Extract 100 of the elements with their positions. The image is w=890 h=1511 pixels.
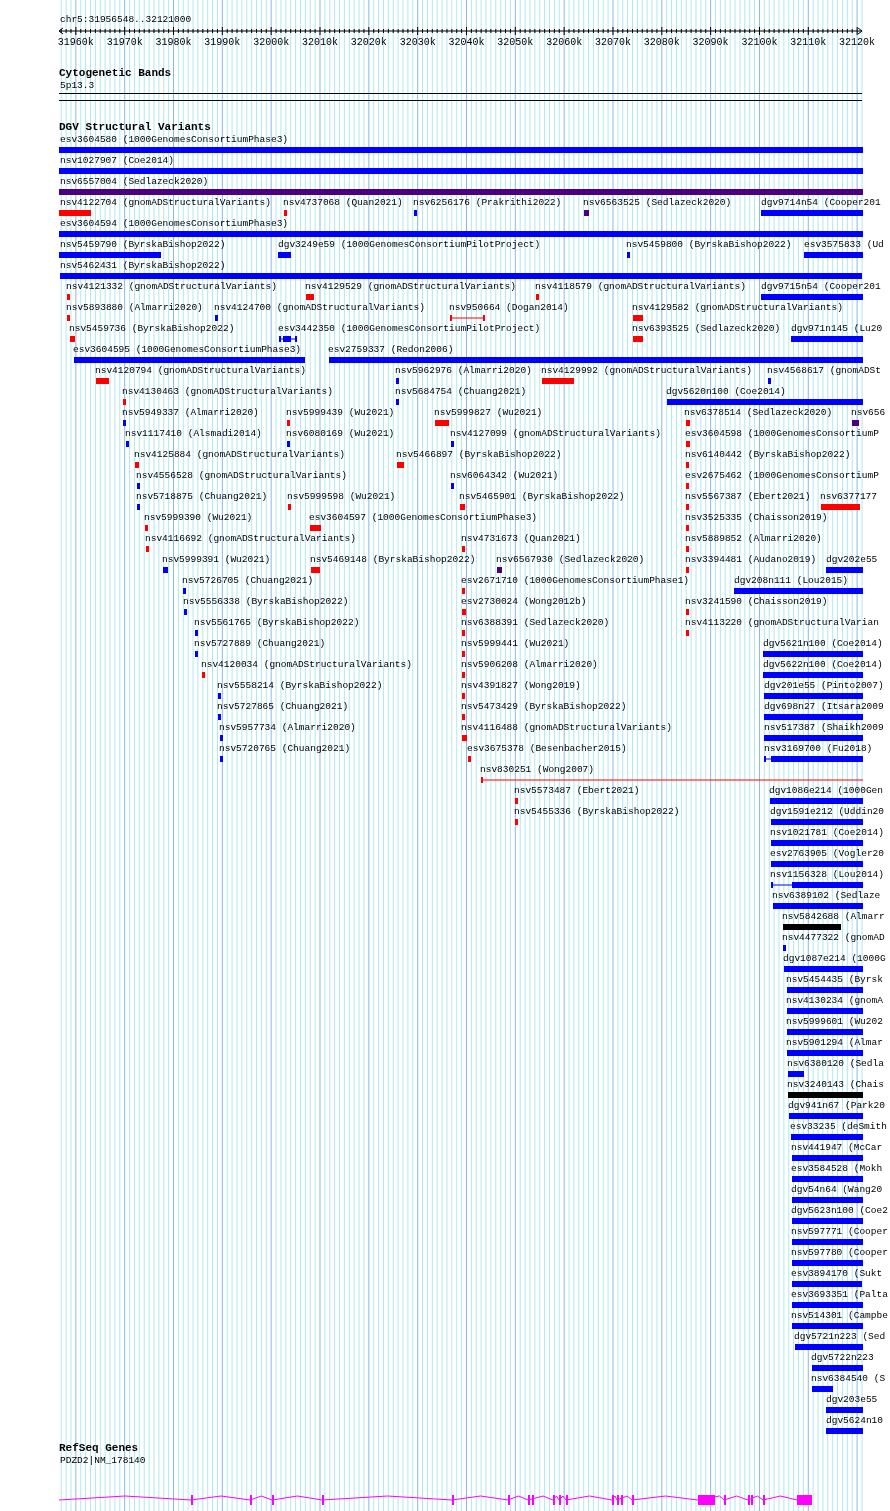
variant-label: nsv5727889 (Chuang2021) bbox=[194, 638, 326, 650]
variant-label: esv3604598 (1000GenomesConsortiumP bbox=[685, 428, 879, 440]
variant-label: nsv5726705 (Chuang2021) bbox=[182, 575, 314, 587]
variant-label: nsv3241590 (Chaisson2019) bbox=[685, 596, 828, 608]
variant-label: nsv6380120 (Sedla bbox=[787, 1058, 884, 1070]
variant-label: esv3442350 (1000GenomesConsortiumPilotProject) bbox=[278, 323, 541, 335]
variant-label: nsv4129582 (gnomADStructuralVariants) bbox=[632, 302, 843, 314]
variant-label: nsv441947 (McCar bbox=[791, 1142, 883, 1154]
variant-label: nsv4120794 (gnomADStructuralVariants) bbox=[95, 365, 306, 377]
variant-label: nsv5720765 (Chuang2021) bbox=[219, 743, 351, 755]
variant-label: nsv5573487 (Ebert2021) bbox=[514, 785, 640, 797]
variant-label: nsv5999601 (Wu202 bbox=[786, 1016, 883, 1028]
variant-label: nsv517387 (Shaikh2009 bbox=[764, 722, 884, 734]
variant-label: esv2675462 (1000GenomesConsortiumP bbox=[685, 470, 879, 482]
band-label: 5p13.3 bbox=[60, 80, 95, 92]
variant-label: nsv4737068 (Quan2021) bbox=[283, 197, 403, 209]
variant-label: nsv597780 (Cooper bbox=[791, 1247, 888, 1259]
variant-label: dgv5624n10 bbox=[826, 1415, 883, 1427]
variant-label: nsv656 bbox=[851, 407, 886, 419]
axis-tick-label: 32050k bbox=[497, 37, 534, 49]
variant-label: nsv6393525 (Sedlazeck2020) bbox=[632, 323, 781, 335]
variant-label: dgv5721n223 (Sed bbox=[794, 1331, 886, 1343]
variant-label: dgv3249e59 (1000GenomesConsortiumPilotProject) bbox=[278, 239, 541, 251]
variant-label: dgv971n145 (Lu20 bbox=[791, 323, 883, 335]
variant-label: nsv5893880 (Almarri2020) bbox=[66, 302, 203, 314]
variant-label: esv3604597 (1000GenomesConsortiumPhase3) bbox=[309, 512, 538, 524]
variant-label: nsv5466897 (ByrskaBishop2022) bbox=[396, 449, 562, 461]
variant-label: nsv6384540 (S bbox=[811, 1373, 886, 1385]
variant-label: nsv6563525 (Sedlazeck2020) bbox=[583, 197, 732, 209]
variant-label: esv3604595 (1000GenomesConsortiumPhase3) bbox=[73, 344, 302, 356]
variant-label: nsv4113220 (gnomADStructuralVarian bbox=[685, 617, 879, 629]
variant-label: nsv6378514 (Sedlazeck2020) bbox=[684, 407, 833, 419]
axis-tick-label: 32090k bbox=[692, 37, 729, 49]
variant-label: dgv941n67 (Park20 bbox=[788, 1100, 885, 1112]
variant-label: nsv5718875 (Chuang2021) bbox=[136, 491, 268, 503]
variant-label: nsv5558214 (ByrskaBishop2022) bbox=[217, 680, 383, 692]
variant-label: nsv1021781 (Coe2014) bbox=[770, 827, 885, 839]
variant-label: nsv4130234 (gnomA bbox=[786, 995, 883, 1007]
variant-label: nsv5556338 (ByrskaBishop2022) bbox=[183, 596, 349, 608]
variant-label: nsv5999439 (Wu2021) bbox=[286, 407, 395, 419]
variant-label: dgv201e55 (Pinto2007) bbox=[764, 680, 884, 692]
axis-tick-label: 32100k bbox=[741, 37, 778, 49]
variant-label: esv3604594 (1000GenomesConsortiumPhase3) bbox=[60, 218, 289, 230]
variant-label: nsv6064342 (Wu2021) bbox=[450, 470, 559, 482]
variant-label: nsv1027907 (Coe2014) bbox=[60, 155, 175, 167]
variant-label: nsv5459790 (ByrskaBishop2022) bbox=[60, 239, 226, 251]
axis-tick-label: 32110k bbox=[790, 37, 827, 49]
variant-label: esv33235 (deSmith bbox=[790, 1121, 887, 1133]
variant-label: nsv6377177 bbox=[820, 491, 877, 503]
variant-label: dgv5722n223 bbox=[811, 1352, 874, 1364]
axis-tick-label: 32000k bbox=[253, 37, 290, 49]
variant-label: dgv5620n100 (Coe2014) bbox=[666, 386, 786, 398]
variant-label: esv2730024 (Wong2012b) bbox=[461, 596, 587, 608]
variant-label: esv3693351 (Palta bbox=[791, 1289, 888, 1301]
variant-label: nsv597771 (Cooper bbox=[791, 1226, 888, 1238]
track-title: RefSeq Genes bbox=[59, 1442, 139, 1455]
axis-tick-label: 32120k bbox=[839, 37, 876, 49]
variant-label: esv3675378 (Besenbacher2015) bbox=[467, 743, 627, 755]
variant-label: nsv5727865 (Chuang2021) bbox=[217, 701, 349, 713]
variant-label: nsv4731673 (Quan2021) bbox=[461, 533, 581, 545]
axis-tick-label: 32040k bbox=[448, 37, 485, 49]
variant-label: nsv4129529 (gnomADStructuralVariants) bbox=[305, 281, 516, 293]
variant-label: dgv5621n100 (Coe2014) bbox=[763, 638, 883, 650]
variant-label: nsv514301 (Campbe bbox=[791, 1310, 888, 1322]
axis-tick-label: 32030k bbox=[399, 37, 436, 49]
variant-label: dgv9714n54 (Cooper201 bbox=[761, 197, 881, 209]
variant-label: dgv203e55 bbox=[826, 1394, 878, 1406]
variant-label: nsv5567387 (Ebert2021) bbox=[685, 491, 811, 503]
variant-label: nsv6388391 (Sedlazeck2020) bbox=[461, 617, 610, 629]
variant-label: nsv3240143 (Chais bbox=[787, 1079, 884, 1091]
variant-label: nsv5999441 (Wu2021) bbox=[461, 638, 570, 650]
variant-label: nsv6567930 (Sedlazeck2020) bbox=[496, 554, 645, 566]
axis-tick-label: 32070k bbox=[594, 37, 631, 49]
variant-label: nsv6140442 (ByrskaBishop2022) bbox=[685, 449, 851, 461]
variant-label: nsv4127099 (gnomADStructuralVariants) bbox=[450, 428, 661, 440]
variant-label: dgv208n111 (Lou2015) bbox=[734, 575, 849, 587]
variant-label: nsv5889852 (Almarri2020) bbox=[685, 533, 822, 545]
variant-label: nsv4118579 (gnomADStructuralVariants) bbox=[535, 281, 746, 293]
variant-label: nsv5957734 (Almarri2020) bbox=[219, 722, 356, 734]
variant-label: nsv5473429 (ByrskaBishop2022) bbox=[461, 701, 627, 713]
variant-label: dgv54n64 (Wang20 bbox=[791, 1184, 883, 1196]
axis-tick-label: 31970k bbox=[106, 37, 143, 49]
axis-tick-label: 32010k bbox=[302, 37, 338, 49]
axis-tick-label: 31990k bbox=[204, 37, 241, 49]
variant-label: nsv5455336 (ByrskaBishop2022) bbox=[514, 806, 680, 818]
variant-label: dgv1087e214 (1000G bbox=[783, 953, 886, 965]
variant-label: nsv5842688 (Almarr bbox=[782, 911, 885, 923]
variant-label: nsv5454435 (Byrsk bbox=[786, 974, 883, 986]
variant-label: dgv698n27 (Itsara2009 bbox=[764, 701, 884, 713]
variant-label: nsv4130463 (gnomADStructuralVariants) bbox=[122, 386, 333, 398]
axis-tick-label: 32060k bbox=[546, 37, 583, 49]
variant-label: nsv5999391 (Wu2021) bbox=[162, 554, 271, 566]
variant-label: nsv4124700 (gnomADStructuralVariants) bbox=[214, 302, 425, 314]
variant-label: nsv5469148 (ByrskaBishop2022) bbox=[310, 554, 476, 566]
variant-label: dgv5623n100 (Coe2 bbox=[791, 1205, 888, 1217]
variant-label: nsv1117410 (Alsmadi2014) bbox=[125, 428, 262, 440]
axis-tick-label: 32080k bbox=[643, 37, 680, 49]
variant-label: nsv830251 (Wong2007) bbox=[480, 764, 595, 776]
track-title: DGV Structural Variants bbox=[59, 121, 211, 134]
variant-label: nsv4116692 (gnomADStructuralVariants) bbox=[145, 533, 356, 545]
